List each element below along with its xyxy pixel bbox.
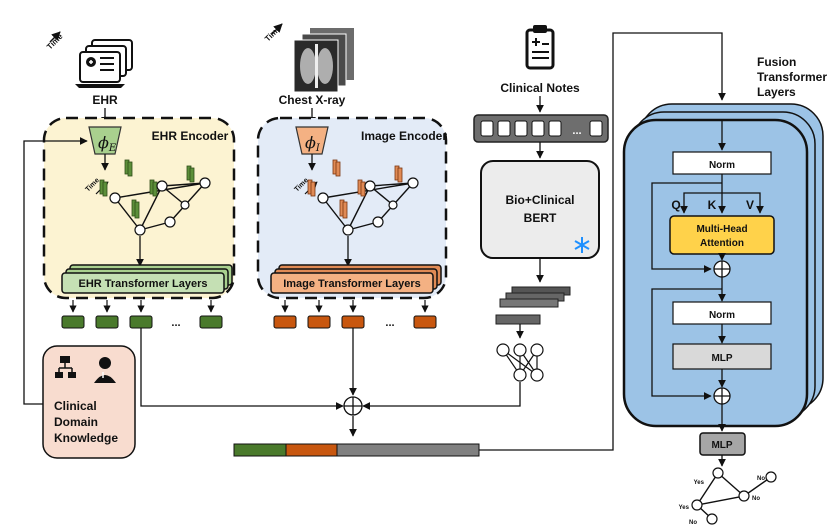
fusion-title-line2: Transformer (757, 70, 827, 84)
ehr-encoder-block: EHR Encoder ϕE Time (42, 116, 236, 300)
knowledge-line3: Knowledge (54, 431, 118, 445)
image-graph: Time (293, 159, 419, 236)
hierarchy-icon (55, 356, 76, 378)
fused-embedding-bar (233, 443, 480, 457)
svg-text:ϕE: ϕE (98, 133, 117, 154)
notes-label: Clinical Notes (500, 81, 580, 95)
knowledge-line2: Domain (54, 415, 98, 429)
aggregation-connectors (140, 328, 521, 437)
bert-line2: BERT (524, 211, 557, 225)
head-mlp-label: MLP (711, 440, 732, 451)
image-transformer-label: Image Transformer Layers (283, 278, 421, 290)
residual-plus-1 (713, 260, 731, 278)
v-label: V (746, 198, 754, 212)
ehr-transformer-label: EHR Transformer Layers (79, 278, 208, 290)
ehr-encoder-title: EHR Encoder (152, 129, 229, 143)
svg-text:...: ... (171, 317, 180, 329)
ehr-label: EHR (92, 93, 118, 107)
fusion-title-line3: Layers (757, 85, 796, 99)
bert-embeddings: ... (495, 286, 571, 325)
token-sequence: ... (473, 114, 609, 143)
ehr-input: Time EHR (45, 31, 133, 125)
snowflake-icon (574, 237, 590, 253)
image-transformer-layers: Image Transformer Layers (270, 264, 442, 294)
knowledge-line1: Clinical (54, 399, 97, 413)
svg-text:ϕI: ϕI (305, 133, 321, 154)
output-label-4: No (752, 496, 760, 502)
attn-line1: Multi-Head (696, 224, 747, 235)
domain-knowledge-block: Clinical Domain Knowledge (42, 345, 136, 459)
notes-projection-network (496, 343, 544, 382)
notes-input: Clinical Notes ... Bio+Clinical BERT (473, 25, 609, 382)
output-graph: Yes Yes No No No (679, 467, 777, 526)
k-label: K (708, 198, 717, 212)
token-ellipsis: ... (572, 125, 581, 137)
doctor-icon (94, 357, 116, 383)
ehr-time-label: Time (45, 32, 65, 52)
head-mlp: MLP (699, 432, 746, 456)
image-phi-projection: ϕI (295, 126, 329, 155)
ehr-monitor-icon (75, 39, 133, 88)
image-encoder-title: Image Encoder (361, 129, 447, 143)
output-label-3: No (757, 476, 765, 482)
ehr-transformer-layers: EHR Transformer Layers (61, 264, 233, 294)
bert-block: Bio+Clinical BERT (480, 160, 600, 259)
knowledge-feedback-arrow (23, 137, 88, 405)
bert-line1: Bio+Clinical (505, 193, 574, 207)
q-label: Q (671, 198, 680, 212)
image-token-row: ... (273, 300, 437, 329)
ehr-token-row: ... (61, 300, 223, 329)
cxr-label: Chest X-ray (279, 93, 346, 107)
output-label-5: No (689, 520, 697, 526)
to-fusion-arrow (479, 32, 726, 451)
norm1-label: Norm (709, 160, 735, 171)
fusion-transformer-block: Fusion Transformer Layers Norm Q K V Mul… (622, 55, 827, 428)
attn-line2: Attention (700, 238, 744, 249)
ehr-phi-projection: ϕE (88, 126, 122, 155)
norm2-label: Norm (709, 310, 735, 321)
clipboard-icon (525, 25, 555, 70)
fusion-mlp-label: MLP (711, 353, 732, 364)
cxr-input: Time Chest X-ray (263, 23, 354, 125)
xray-image-icon (293, 28, 354, 93)
concat-plus (343, 396, 363, 416)
fusion-title-line1: Fusion (757, 55, 796, 69)
residual-plus-2 (713, 387, 731, 405)
output-label-2: Yes (679, 505, 690, 511)
svg-text:...: ... (385, 317, 394, 329)
image-encoder-block: Image Encoder ϕI Time (256, 116, 447, 300)
output-label-1: Yes (694, 480, 705, 486)
